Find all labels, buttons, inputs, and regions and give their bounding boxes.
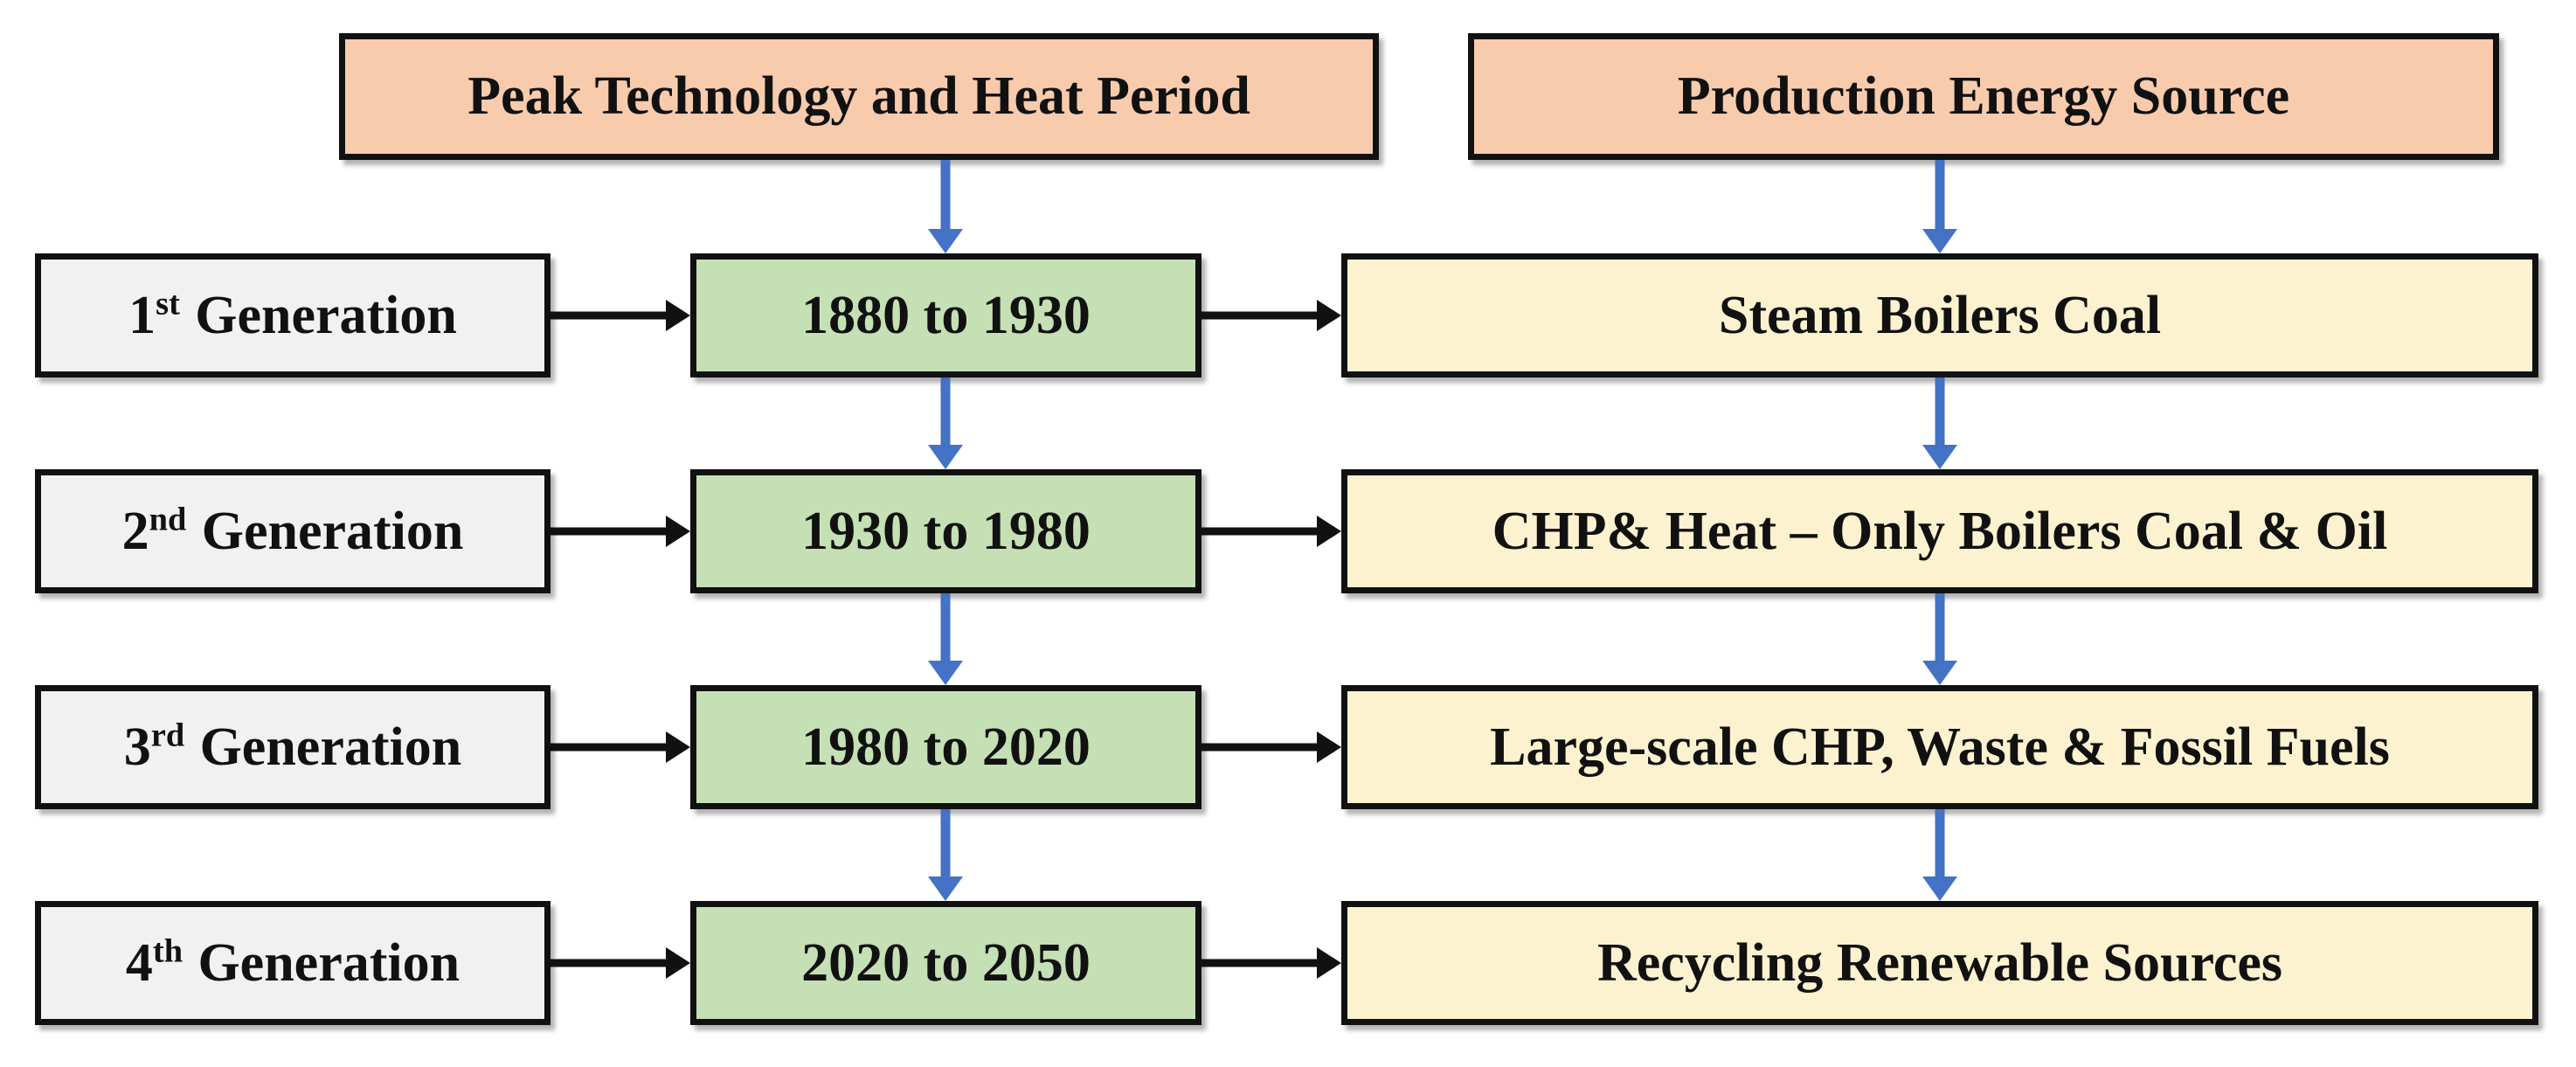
- header-peak-technology-period: Peak Technology and Heat Period: [339, 33, 1379, 160]
- right-arrowhead-icon: [1317, 300, 1341, 331]
- header-production-energy-source: Production Energy Source: [1468, 33, 2499, 160]
- source-3-label: Large-scale CHP, Waste & Fossil Fuels: [1490, 717, 2390, 777]
- period-1-box: 1880 to 1930: [690, 253, 1201, 378]
- period-4-label: 2020 to 2050: [801, 932, 1091, 993]
- arrow-generation2-to-period2: [551, 516, 690, 547]
- down-arrowhead-icon: [1922, 876, 1957, 901]
- arrow-source3-to-source4: [1922, 809, 1957, 901]
- right-arrowhead-icon: [666, 947, 690, 979]
- source-2-box: CHP& Heat – Only Boilers Coal & Oil: [1341, 469, 2538, 593]
- down-arrowhead-icon: [928, 661, 963, 685]
- header-production-energy-source-label: Production Energy Source: [1677, 66, 2290, 127]
- arrow-period1-to-period2: [928, 378, 963, 469]
- right-arrowhead-icon: [1317, 731, 1341, 763]
- down-arrowhead-icon: [1922, 661, 1957, 685]
- down-arrowhead-icon: [928, 445, 963, 469]
- source-4-label: Recycling Renewable Sources: [1596, 932, 2283, 993]
- period-1-label: 1880 to 1930: [801, 285, 1091, 345]
- right-arrowhead-icon: [1317, 947, 1341, 979]
- period-2-box: 1930 to 1980: [690, 469, 1201, 593]
- source-3-box: Large-scale CHP, Waste & Fossil Fuels: [1341, 685, 2538, 809]
- arrow-period3-to-source3: [1201, 731, 1341, 763]
- source-1-label: Steam Boilers Coal: [1718, 285, 2162, 345]
- right-arrowhead-icon: [1317, 516, 1341, 547]
- down-arrowhead-icon: [928, 229, 963, 253]
- period-2-label: 1930 to 1980: [801, 501, 1091, 561]
- arrow-generation1-to-period1: [551, 300, 690, 331]
- arrow-period2-to-source2: [1201, 516, 1341, 547]
- source-4-box: Recycling Renewable Sources: [1341, 901, 2538, 1025]
- arrow-generation4-to-period4: [551, 947, 690, 979]
- arrow-period2-to-period3: [928, 593, 963, 685]
- period-3-box: 1980 to 2020: [690, 685, 1201, 809]
- right-arrowhead-icon: [666, 300, 690, 331]
- arrow-period4-to-source4: [1201, 947, 1341, 979]
- down-arrowhead-icon: [1922, 229, 1957, 253]
- arrow-header-period-to-period1: [928, 160, 963, 253]
- right-arrowhead-icon: [666, 516, 690, 547]
- arrow-period1-to-source1: [1201, 300, 1341, 331]
- source-1-box: Steam Boilers Coal: [1341, 253, 2538, 378]
- source-2-label: CHP& Heat – Only Boilers Coal & Oil: [1492, 501, 2388, 561]
- header-peak-technology-period-label: Peak Technology and Heat Period: [467, 66, 1250, 127]
- period-4-box: 2020 to 2050: [690, 901, 1201, 1025]
- arrow-source1-to-source2: [1922, 378, 1957, 469]
- down-arrowhead-icon: [928, 876, 963, 901]
- arrow-header-source-to-source1: [1922, 160, 1957, 253]
- period-3-label: 1980 to 2020: [801, 717, 1091, 777]
- right-arrowhead-icon: [666, 731, 690, 763]
- arrow-period3-to-period4: [928, 809, 963, 901]
- arrow-source2-to-source3: [1922, 593, 1957, 685]
- arrow-generation3-to-period3: [551, 731, 690, 763]
- down-arrowhead-icon: [1922, 445, 1957, 469]
